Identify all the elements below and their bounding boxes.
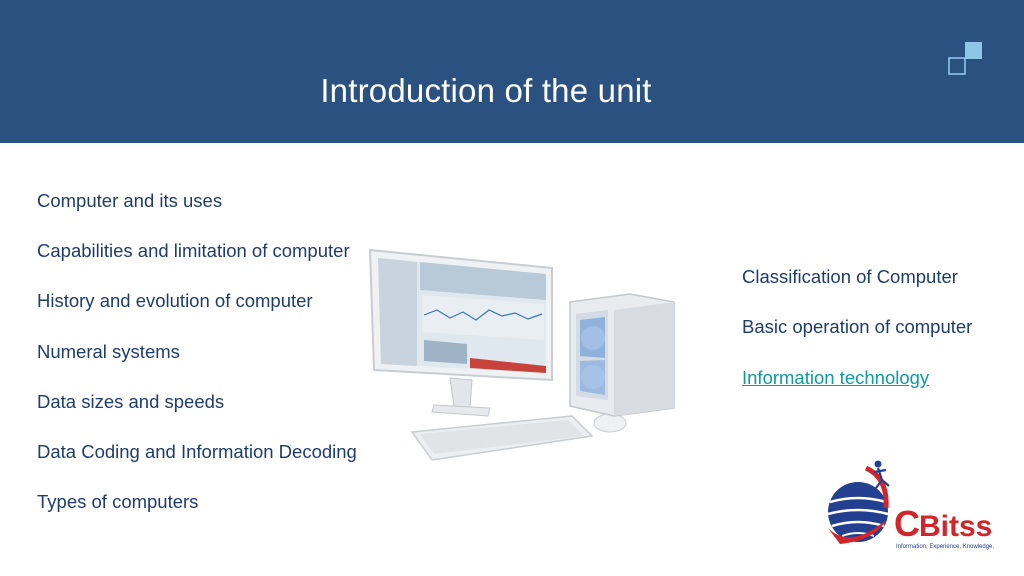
svg-text:Information, Experience, Knowl: Information, Experience, Knowledge. [896,544,994,550]
list-item: Data sizes and speeds [37,391,225,412]
list-item: Computer and its uses [37,190,223,211]
svg-text:C: C [894,503,920,544]
list-item: Basic operation of computer [742,316,973,337]
list-item: Capabilities and limitation of computer [37,240,350,261]
squares-decoration-icon [948,42,982,75]
list-item: History and evolution of computer [37,290,313,311]
list-item: Data Coding and Information Decoding [37,441,357,462]
header-bar: Introduction of the unit [0,0,1024,143]
information-technology-link[interactable]: Information technology [742,367,930,388]
svg-text:Bitss: Bitss [919,510,992,543]
slide-title: Introduction of the unit [320,72,652,109]
list-item: Types of computers [37,491,199,512]
cbitss-logo: C Bitss Information, Experience, Knowled… [827,460,994,550]
list-item: Numeral systems [37,341,180,362]
desktop-computer-image [368,248,675,461]
list-item: Classification of Computer [742,266,958,287]
